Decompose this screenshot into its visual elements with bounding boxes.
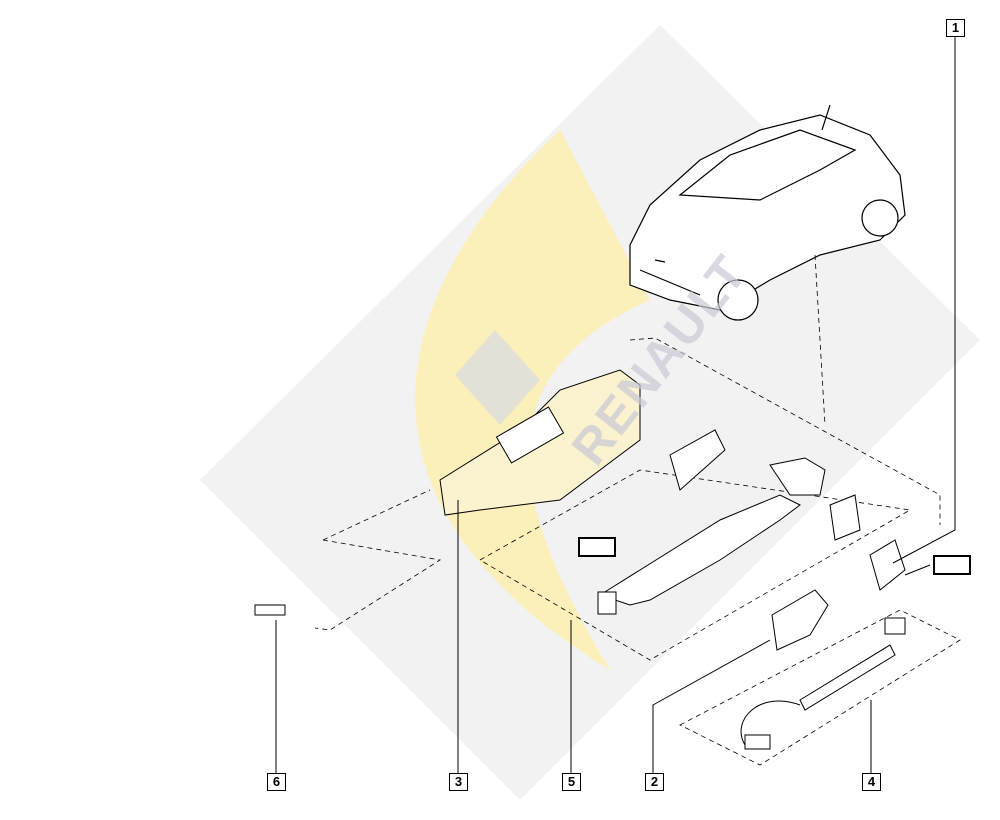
- callout-2[interactable]: 2: [645, 773, 664, 791]
- callout-5[interactable]: 5: [562, 773, 581, 791]
- part-6-screw: [254, 604, 286, 616]
- blank-label-tag: [933, 555, 971, 575]
- callout-4[interactable]: 4: [862, 773, 881, 791]
- car-illustration: [629, 104, 906, 321]
- blank-label-tag: [578, 537, 616, 557]
- callout-3[interactable]: 3: [449, 773, 468, 791]
- part-4-sensor-harness: [740, 617, 906, 750]
- watermark-crescent: [415, 130, 650, 670]
- callout-1[interactable]: 1: [946, 19, 965, 37]
- part-5-door-handle: [597, 429, 906, 615]
- part-3-lock-bracket: [439, 369, 641, 516]
- leader-lines: [275, 36, 956, 775]
- part-2-gasket: [771, 589, 829, 651]
- callout-6[interactable]: 6: [267, 773, 286, 791]
- watermark-logo: [455, 330, 540, 425]
